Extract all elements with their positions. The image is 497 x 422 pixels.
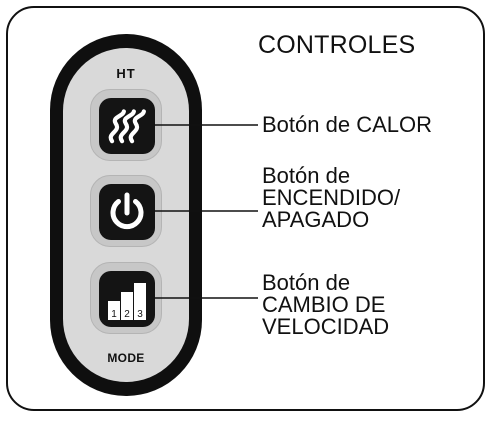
heat-callout-line-1: Botón de CALOR — [262, 112, 432, 137]
speed-digit-2: 2 — [124, 309, 130, 320]
power-callout: Botón de ENCENDIDO/ APAGADO — [262, 165, 400, 231]
remote-ht-label: HT — [116, 66, 136, 81]
heat-button-face[interactable] — [99, 98, 155, 154]
speed-callout-line-2: CAMBIO DE — [262, 292, 386, 317]
speed-callout-line-1: Botón de — [262, 270, 351, 295]
speed-callout: Botón de CAMBIO DE VELOCIDAD — [262, 272, 389, 338]
power-callout-line-2: ENCENDIDO/ — [262, 185, 401, 210]
remote-mode-label: MODE — [107, 351, 145, 365]
power-callout-line-1: Botón de — [262, 163, 351, 188]
heat-button[interactable] — [90, 89, 162, 161]
speed-bars-icon: 1 2 3 — [108, 283, 146, 320]
speed-button-face[interactable]: 1 2 3 — [99, 271, 155, 327]
power-icon — [110, 192, 144, 230]
speed-digit-1: 1 — [111, 309, 117, 320]
power-button-face[interactable] — [99, 184, 155, 240]
diagram-frame — [6, 6, 485, 411]
power-callout-line-3: APAGADO — [262, 207, 370, 232]
diagram-title: CONTROLES — [258, 31, 416, 59]
speed-callout-line-3: VELOCIDAD — [262, 314, 390, 339]
heat-waves-icon — [108, 109, 146, 144]
speed-digit-3: 3 — [137, 309, 143, 320]
power-button[interactable] — [90, 175, 162, 247]
heat-callout: Botón de CALOR — [262, 114, 432, 136]
speed-button[interactable]: 1 2 3 — [90, 262, 162, 334]
